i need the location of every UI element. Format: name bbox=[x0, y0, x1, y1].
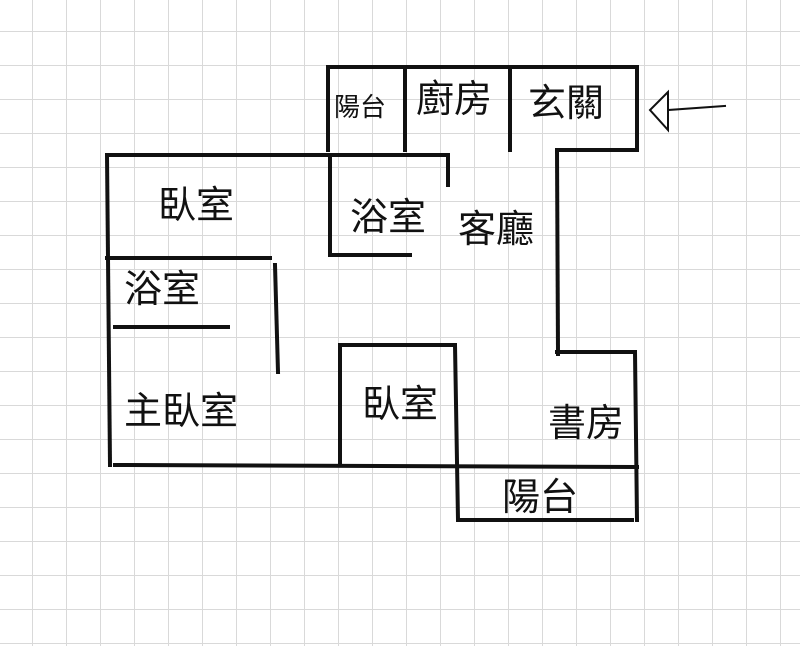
room-label-bathroom-center: 浴室 bbox=[350, 195, 427, 239]
room-label-bathroom-left: 浴室 bbox=[124, 267, 201, 311]
room-label-bedroom-center: 臥室 bbox=[362, 382, 439, 426]
room-label-living-room: 客廳 bbox=[458, 207, 535, 251]
room-label-study: 書房 bbox=[548, 401, 625, 445]
room-label-kitchen: 廚房 bbox=[416, 77, 493, 121]
room-label-entrance: 玄關 bbox=[528, 81, 605, 125]
entry-arrow-icon bbox=[648, 89, 727, 133]
room-label-balcony-bottom: 陽台 bbox=[502, 475, 579, 519]
wall-lines bbox=[104, 65, 640, 523]
room-label-balcony-top: 陽台 bbox=[334, 93, 387, 123]
room-label-bedroom-top: 臥室 bbox=[158, 183, 235, 227]
room-label-master-bedroom: 主臥室 bbox=[124, 389, 239, 433]
